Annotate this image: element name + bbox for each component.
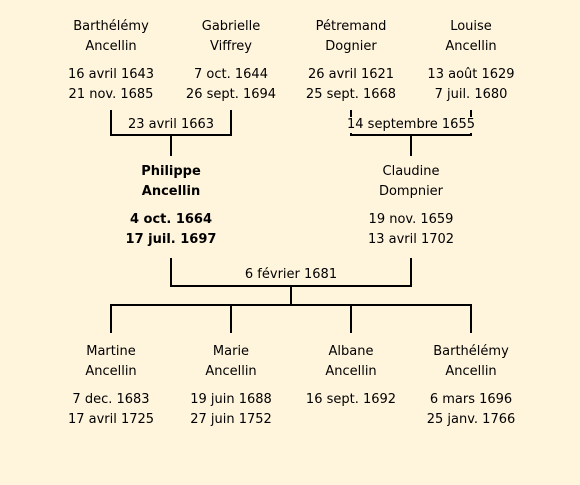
descent-line	[170, 134, 172, 156]
person-first-name: Martine	[86, 344, 136, 359]
child-drop-line	[230, 304, 232, 333]
descent-line	[290, 285, 292, 305]
person-first-name: Barthélémy	[73, 19, 149, 34]
person-death-date: 25 janv. 1766	[426, 412, 516, 427]
person-death-date: 17 juil. 1697	[125, 232, 217, 247]
person-birth-date: 16 avril 1643	[67, 67, 155, 82]
person-birth-date: 19 juin 1688	[190, 392, 272, 407]
person-last-name: Ancellin	[445, 39, 497, 54]
person-first-name: Albane	[328, 344, 374, 359]
person-last-name: Ancellin	[85, 39, 137, 54]
connector-line	[230, 110, 232, 136]
child-4: Barthélémy Ancellin 6 mars 1696 25 janv.…	[406, 342, 536, 430]
person-birth-date: 26 avril 1621	[307, 67, 395, 82]
person-death-date: 27 juin 1752	[190, 412, 272, 427]
marriage-date-maternal: 14 septembre 1655	[346, 117, 476, 133]
person-birth-date: 6 mars 1696	[429, 392, 513, 407]
person-first-name: Pétremand	[315, 19, 387, 34]
connector-line	[170, 258, 172, 287]
person-death-date: 21 nov. 1685	[68, 87, 154, 102]
marriage-date-paternal: 23 avril 1663	[126, 117, 216, 133]
person-birth-date: 13 août 1629	[427, 67, 515, 82]
person-last-name: Ancellin	[85, 364, 137, 379]
person-death-date: 13 avril 1702	[367, 232, 455, 247]
person-birth-date: 19 nov. 1659	[368, 212, 454, 227]
person-birth-date: 7 oct. 1644	[194, 67, 268, 82]
person-first-name: Philippe	[141, 164, 201, 179]
person-last-name: Viffrey	[210, 39, 252, 54]
person-last-name: Dognier	[325, 39, 377, 54]
descent-line	[410, 134, 412, 156]
grandparent-paternal-grandmother: Gabrielle Viffrey 7 oct. 1644 26 sept. 1…	[166, 17, 296, 105]
grandparent-maternal-grandfather: Pétremand Dognier 26 avril 1621 25 sept.…	[286, 17, 416, 105]
grandparent-paternal-grandfather: Barthélémy Ancellin 16 avril 1643 21 nov…	[46, 17, 176, 105]
child-3: Albane Ancellin 16 sept. 1692	[286, 342, 416, 410]
person-first-name: Marie	[212, 344, 250, 359]
connector-line	[110, 110, 112, 136]
parent-mother: Claudine Dompnier 19 nov. 1659 13 avril …	[346, 162, 476, 250]
person-birth-date: 7 dec. 1683	[72, 392, 150, 407]
person-last-name: Ancellin	[141, 184, 201, 199]
child-drop-line	[350, 304, 352, 333]
person-last-name: Dompnier	[378, 184, 444, 199]
connector-line	[410, 258, 412, 287]
person-birth-date: 16 sept. 1692	[305, 392, 397, 407]
person-first-name: Gabrielle	[201, 19, 261, 34]
person-last-name: Ancellin	[205, 364, 257, 379]
person-death-date: 25 sept. 1668	[305, 87, 397, 102]
child-drop-line	[110, 304, 112, 333]
person-death-date: 26 sept. 1694	[185, 87, 277, 102]
person-first-name: Claudine	[382, 164, 440, 179]
person-last-name: Ancellin	[325, 364, 377, 379]
child-drop-line	[470, 304, 472, 333]
grandparent-maternal-grandmother: Louise Ancellin 13 août 1629 7 juil. 168…	[406, 17, 536, 105]
person-death-date: 17 avril 1725	[67, 412, 155, 427]
person-birth-date: 4 oct. 1664	[129, 212, 213, 227]
person-first-name: Louise	[450, 19, 492, 34]
person-first-name: Barthélémy	[433, 344, 509, 359]
person-last-name: Ancellin	[445, 364, 497, 379]
sibling-line	[110, 304, 472, 306]
parent-father: Philippe Ancellin 4 oct. 1664 17 juil. 1…	[106, 162, 236, 250]
person-death-date: 7 juil. 1680	[434, 87, 508, 102]
marriage-date-parents: 6 février 1681	[243, 267, 339, 283]
child-2: Marie Ancellin 19 juin 1688 27 juin 1752	[166, 342, 296, 430]
child-1: Martine Ancellin 7 dec. 1683 17 avril 17…	[46, 342, 176, 430]
